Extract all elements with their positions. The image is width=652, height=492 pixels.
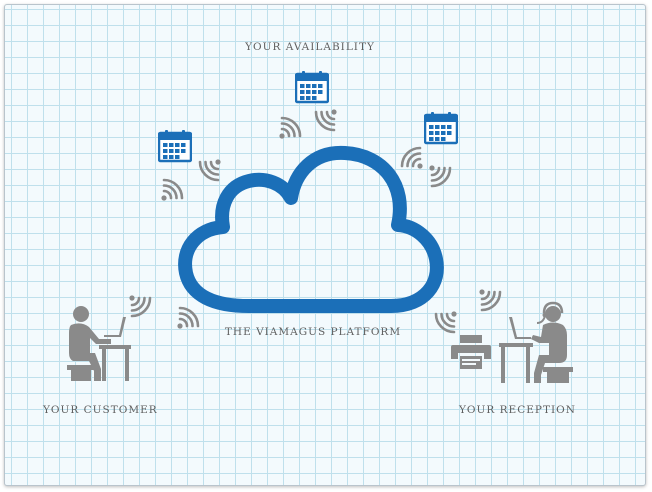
wifi-signal-icon [177,306,200,330]
label-your-customer: YOUR CUSTOMER [43,404,158,416]
label-your-reception: YOUR RECEPTION [459,404,576,416]
calendar-icon [295,71,329,104]
printer-icon [451,335,491,369]
wifi-signal-icon [279,116,302,140]
wifi-signal-icon [314,109,337,132]
calendar-icon [158,130,192,163]
wifi-signal-icon [198,159,221,182]
wifi-signal-icon [400,146,423,170]
wifi-signal-icon [161,178,184,202]
receptionist-with-headset-icon [499,301,573,383]
viamagus-platform-diagram: YOUR AVAILABILITY THE VIAMAGUS PLATFORM … [4,4,646,486]
label-platform: THE VIAMAGUS PLATFORM [224,326,402,338]
person-at-laptop-icon [67,306,131,381]
cloud-icon [178,145,444,313]
wifi-signal-icon [429,165,452,188]
calendar-icon [424,112,458,145]
label-your-availability: YOUR AVAILABILITY [245,41,375,53]
wifi-signal-icon [434,311,457,334]
